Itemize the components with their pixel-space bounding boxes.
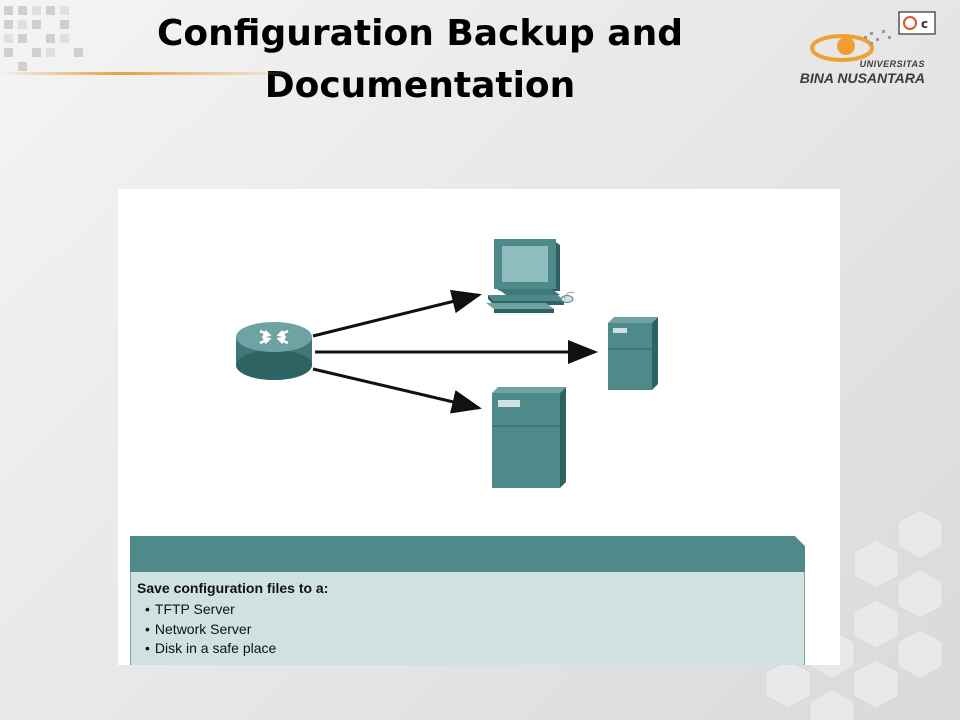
list-item: Disk in a safe place: [145, 639, 276, 659]
list-item: TFTP Server: [145, 600, 276, 620]
list-item: Network Server: [145, 620, 276, 640]
title-line-2: Documentation: [264, 65, 576, 106]
caption-panel: Save configuration files to a: TFTP Serv…: [130, 572, 805, 665]
caption-list: TFTP Server Network Server Disk in a saf…: [145, 600, 276, 659]
router-icon: [236, 322, 312, 380]
slide-title: Configuration Backup and Documentation: [100, 8, 740, 112]
workstation-icon: [486, 239, 575, 313]
connection-arrows: [312, 289, 598, 414]
title-line-1: Configuration Backup and: [157, 13, 683, 54]
diagram-canvas: [236, 239, 658, 488]
network-diagram: Save configuration files to a: TFTP Serv…: [118, 189, 840, 665]
background-pattern: [4, 6, 83, 71]
background-hexagons: [765, 509, 943, 720]
edge-router-workstation: [312, 289, 482, 338]
caption-header-bar: [130, 536, 805, 572]
server-icon: [492, 387, 566, 488]
svg-text:c: c: [921, 17, 928, 31]
logo-university-text: UNIVERSITAS: [859, 59, 925, 69]
edge-router-tower-server: [312, 367, 482, 414]
logo-emblem-icon: c: [810, 11, 936, 62]
server-icon: [608, 317, 658, 390]
university-logo: c UNIVERSITAS BINA NUSANTARA: [800, 8, 945, 93]
logo-bina-nusantara-text: BINA NUSANTARA: [799, 70, 925, 86]
caption-heading: Save configuration files to a:: [137, 580, 329, 596]
title-accent-line: [0, 72, 300, 75]
